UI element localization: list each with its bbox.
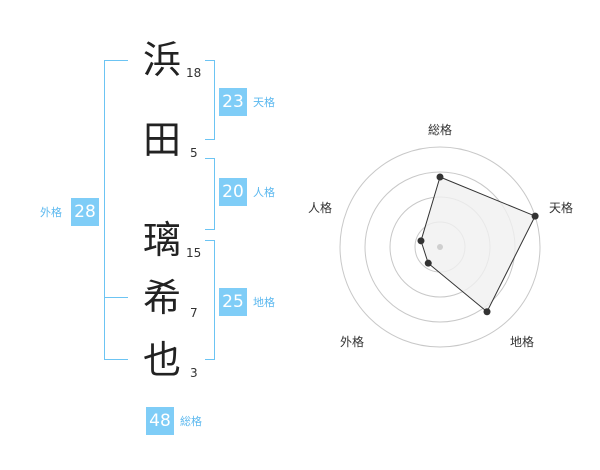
radar-point-2 xyxy=(531,212,539,220)
tenkaku-bracket xyxy=(205,60,215,140)
jinkaku-bracket xyxy=(205,158,215,230)
axis-label-chikaku: 地格 xyxy=(510,334,534,349)
gaikaku-value-badge: 28 xyxy=(71,198,99,226)
name-char-3: 璃 xyxy=(142,218,181,262)
radar-point-1 xyxy=(436,173,444,181)
radar-center-dot xyxy=(437,244,443,250)
chikaku-bracket xyxy=(205,240,215,360)
chikaku-value-badge: 25 xyxy=(219,288,247,316)
tenkaku-label: 天格 xyxy=(253,96,275,109)
axis-label-gaikaku: 外格 xyxy=(340,334,364,349)
soukaku-value-badge: 48 xyxy=(146,407,174,435)
name-char-2: 田 xyxy=(142,118,181,162)
chikaku-label: 地格 xyxy=(253,296,275,309)
axis-label-jinkaku: 人格 xyxy=(308,200,332,215)
radar-ring-4 xyxy=(339,146,541,348)
stroke-count-1: 18 xyxy=(186,66,202,80)
name-char-5: 也 xyxy=(142,338,181,382)
gaikaku-label: 外格 xyxy=(40,206,62,219)
name-char-4: 希 xyxy=(142,276,181,320)
soukaku-label: 総格 xyxy=(180,415,202,428)
gaikaku-bracket-tick xyxy=(104,297,128,298)
radar-point-5 xyxy=(417,237,425,245)
radar-point-4 xyxy=(424,259,432,267)
radar-polygon xyxy=(420,176,536,313)
jinkaku-label: 人格 xyxy=(253,186,275,199)
gaikaku-bracket xyxy=(104,60,128,360)
stroke-count-4: 7 xyxy=(190,306,198,320)
jinkaku-value-badge: 20 xyxy=(219,178,247,206)
radar-chart: 総格 天格 地格 外格 人格 xyxy=(308,122,573,349)
axis-label-tenkaku: 天格 xyxy=(549,200,573,215)
name-char-1: 浜 xyxy=(142,38,181,82)
stroke-count-5: 3 xyxy=(190,366,198,380)
tenkaku-value-badge: 23 xyxy=(219,88,247,116)
radar-point-3 xyxy=(483,308,491,316)
stroke-count-3: 15 xyxy=(186,246,202,260)
axis-label-soukaku: 総格 xyxy=(428,122,452,137)
stroke-count-2: 5 xyxy=(190,146,198,160)
